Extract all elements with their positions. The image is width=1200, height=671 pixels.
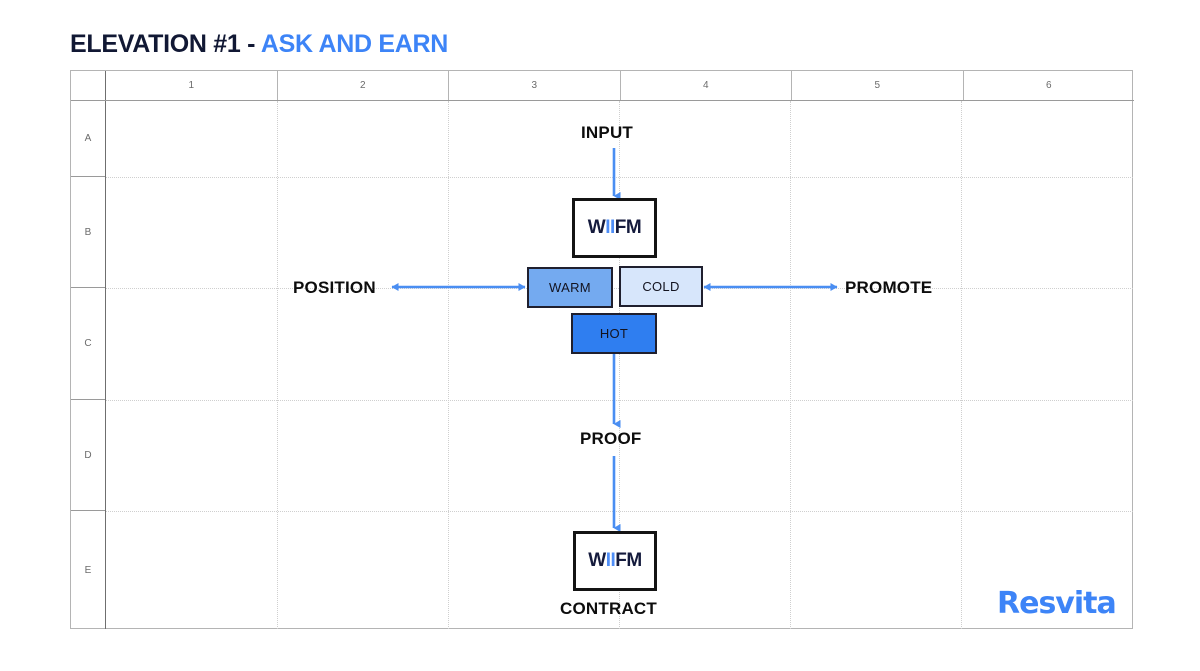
wiifm-top-part1: W xyxy=(587,217,606,238)
column-header-5[interactable]: 5 xyxy=(792,71,964,100)
wiifm-box-bottom: WIIFM xyxy=(573,531,657,591)
cold-box[interactable]: COLD xyxy=(619,266,703,307)
grid-hline-d xyxy=(106,511,1133,512)
row-header-d[interactable]: D xyxy=(71,400,105,511)
wiifm-top-part2: II xyxy=(605,217,615,238)
grid-vline-2 xyxy=(448,101,449,629)
column-header-1[interactable]: 1 xyxy=(106,71,278,100)
proof-label: PROOF xyxy=(580,429,642,448)
page-title-main: ELEVATION #1 - xyxy=(70,30,261,58)
grid-vline-1 xyxy=(277,101,278,629)
input-label: INPUT xyxy=(581,123,633,142)
wiifm-top-part3: FM xyxy=(614,217,642,238)
wiifm-bottom-part2: II xyxy=(605,550,616,571)
grid-hline-c xyxy=(106,400,1133,401)
wiifm-box-top: WIIFM xyxy=(572,198,657,258)
column-header-3[interactable]: 3 xyxy=(449,71,621,100)
grid-corner-cell xyxy=(71,71,106,100)
cold-label: COLD xyxy=(642,279,680,294)
hot-box[interactable]: HOT xyxy=(571,313,657,354)
grid-vline-3 xyxy=(619,101,620,629)
grid-hline-a xyxy=(106,177,1133,178)
grid-vline-4 xyxy=(790,101,791,629)
wiifm-top-text: WIIFM xyxy=(587,217,642,239)
row-header-c[interactable]: C xyxy=(71,288,105,400)
column-header-6[interactable]: 6 xyxy=(1045,80,1052,91)
page-title: ELEVATION #1 - ASK AND EARN xyxy=(70,30,448,59)
warm-box[interactable]: WARM xyxy=(527,267,613,308)
wiifm-bottom-part1: W xyxy=(588,550,606,571)
warm-label: WARM xyxy=(549,280,591,295)
contract-label: CONTRACT xyxy=(560,599,657,618)
grid-vline-5 xyxy=(961,101,962,629)
promote-label: PROMOTE xyxy=(845,278,933,297)
row-header-b[interactable]: B xyxy=(71,177,105,288)
wiifm-bottom-text: WIIFM xyxy=(588,550,642,572)
row-header-a[interactable]: A xyxy=(71,101,105,177)
wiifm-bottom-part3: FM xyxy=(615,550,642,571)
position-label: POSITION xyxy=(293,278,376,297)
row-header-column: A B C D E xyxy=(71,101,106,629)
column-header-2[interactable]: 2 xyxy=(278,71,449,100)
row-header-e[interactable]: E xyxy=(84,564,92,576)
column-header-4[interactable]: 4 xyxy=(621,71,792,100)
resvita-logo: Resvita xyxy=(997,586,1117,621)
column-header-row: 1 2 3 4 5 6 xyxy=(71,71,1134,101)
hot-label: HOT xyxy=(599,326,629,341)
page-title-accent: ASK AND EARN xyxy=(260,30,449,58)
